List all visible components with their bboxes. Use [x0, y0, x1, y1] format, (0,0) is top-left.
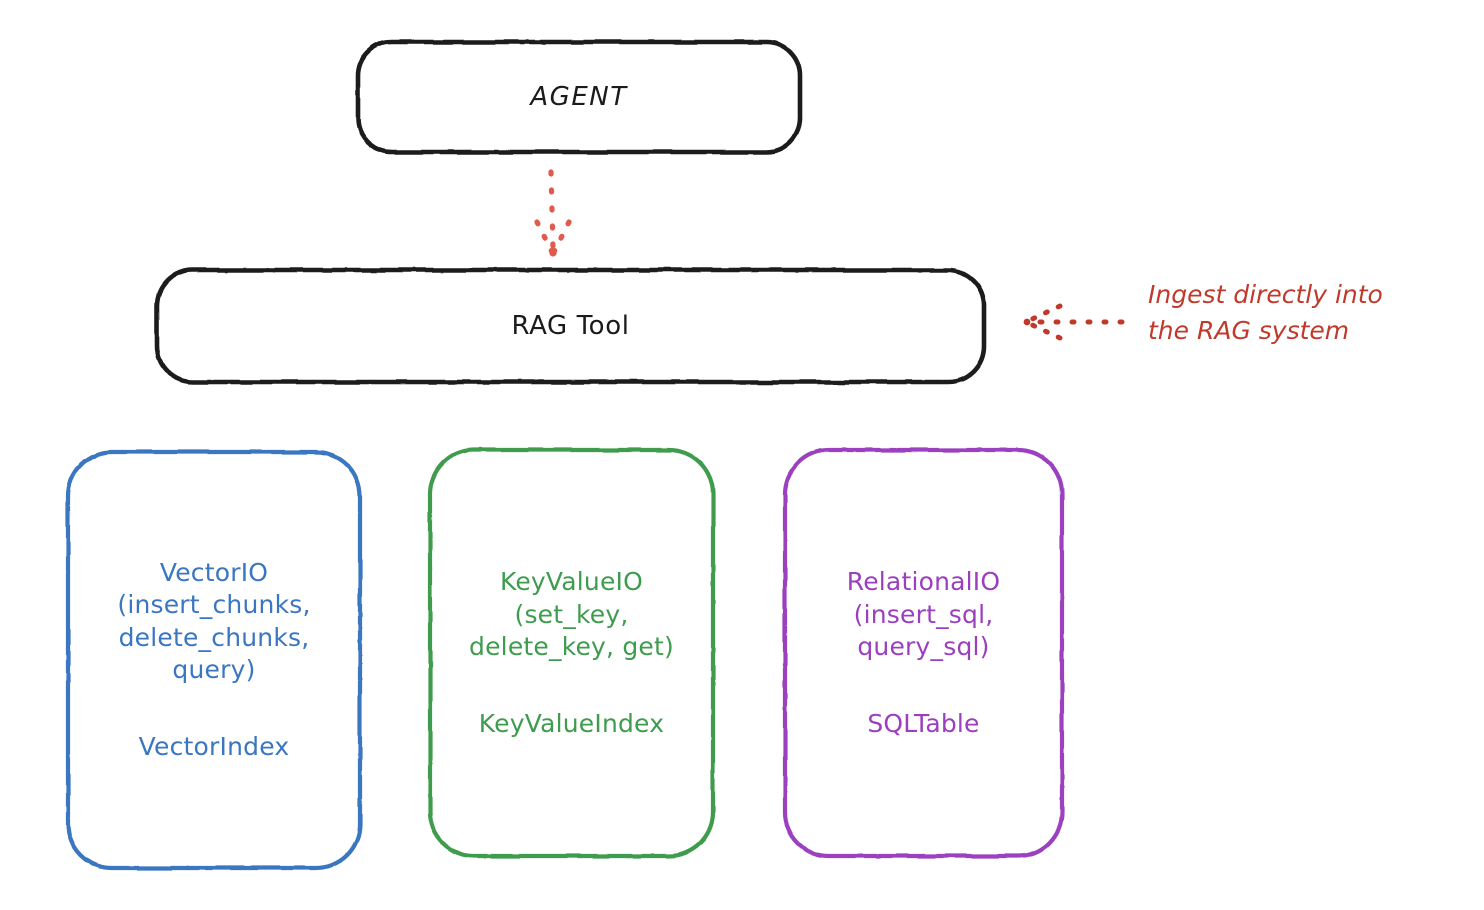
arrow-down-dotted-icon: [534, 169, 572, 257]
vector-store-index-label: VectorIndex: [138, 731, 290, 761]
agent-node[interactable]: AGENT: [358, 42, 800, 152]
vector-store-api-label: VectorIO (insert_chunks, delete_chunks, …: [117, 557, 311, 685]
vector-store-content: VectorIO (insert_chunks, delete_chunks, …: [76, 557, 352, 764]
rag-tool-label: RAG Tool: [511, 311, 630, 341]
keyvalue-store-index-label: KeyValueIndex: [478, 708, 665, 738]
relational-store-api-label: RelationalIO (insert_sql, query_sql): [846, 567, 1001, 661]
relational-store-content: RelationalIO (insert_sql, query_sql) SQL…: [793, 566, 1054, 740]
keyvalue-store-box-outline: [427, 447, 716, 859]
keyvalue-store-node[interactable]: KeyValueIO (set_key, delete_key, get) Ke…: [430, 450, 713, 856]
rag-tool-box-outline: [154, 267, 987, 385]
relational-store-node[interactable]: RelationalIO (insert_sql, query_sql) SQL…: [785, 450, 1062, 856]
rag-tool-node[interactable]: RAG Tool: [157, 270, 984, 382]
vector-store-box-outline: [65, 449, 363, 871]
vector-store-node[interactable]: VectorIO (insert_chunks, delete_chunks, …: [68, 452, 360, 868]
ingest-annotation: Ingest directly into the RAG system: [1148, 280, 1383, 345]
relational-store-index-label: SQLTable: [867, 708, 980, 738]
relational-store-box-outline: [782, 447, 1065, 859]
arrow-left-dotted-icon: [1023, 303, 1125, 341]
agent-label: AGENT: [530, 82, 628, 112]
agent-box-outline: [355, 39, 803, 155]
keyvalue-store-api-label: KeyValueIO (set_key, delete_key, get): [469, 567, 674, 661]
keyvalue-store-content: KeyValueIO (set_key, delete_key, get) Ke…: [438, 566, 705, 740]
